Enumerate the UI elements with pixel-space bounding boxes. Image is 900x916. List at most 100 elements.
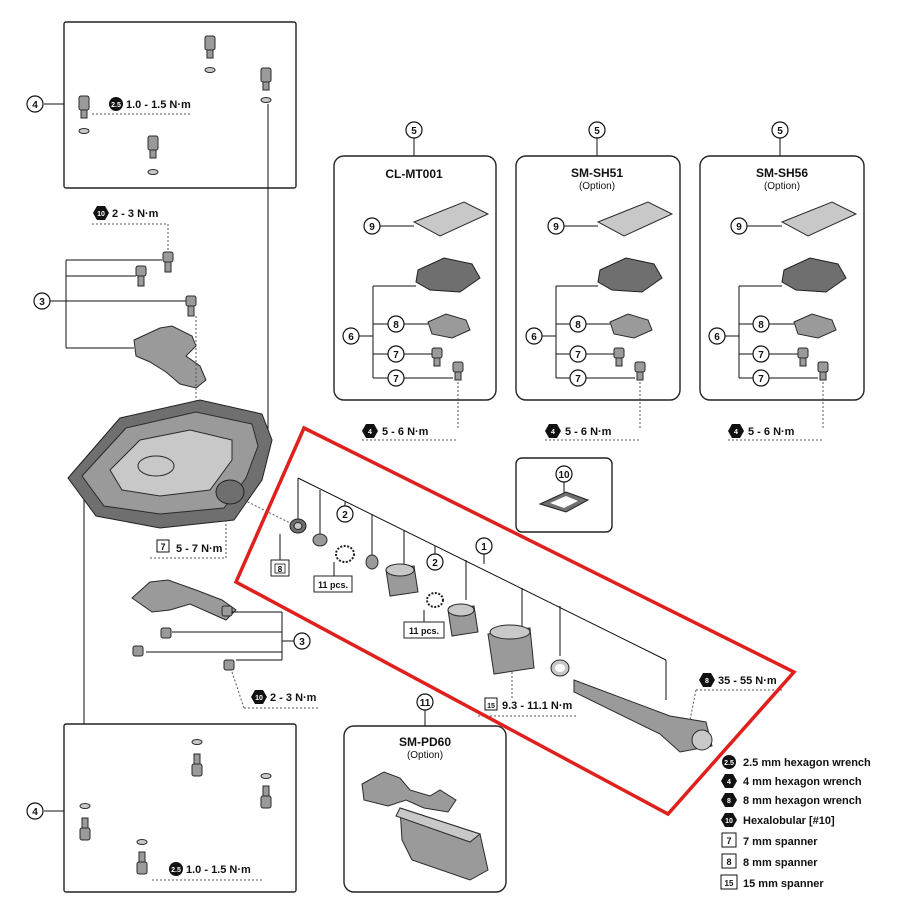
- cleat-box-sm-sh56: 5 SM-SH56 (Option) 9 6 8 7 7: [699, 121, 865, 428]
- svg-text:6: 6: [531, 332, 537, 343]
- pedal-body: [67, 399, 273, 529]
- torque-label-axle: 8 35 - 55 N·m: [689, 673, 782, 721]
- pedal-pin: [191, 739, 203, 777]
- svg-text:5 - 6 N·m: 5 - 6 N·m: [748, 426, 795, 438]
- svg-text:2: 2: [342, 510, 348, 521]
- svg-text:2.5: 2.5: [171, 867, 181, 874]
- axle-assembly: 1 2 2 11 pcs.: [270, 477, 782, 753]
- pedal-pin: [136, 839, 148, 875]
- svg-text:9: 9: [736, 222, 742, 233]
- svg-text:10: 10: [558, 470, 570, 481]
- svg-text:5: 5: [594, 126, 600, 137]
- svg-text:7 mm spanner: 7 mm spanner: [743, 836, 818, 848]
- svg-text:10: 10: [97, 211, 105, 218]
- torque-label-cleat-1: 4 5 - 6 N·m: [362, 424, 458, 441]
- svg-text:3: 3: [299, 637, 305, 648]
- callout-2-b: 2: [426, 553, 444, 571]
- svg-text:7: 7: [726, 836, 731, 846]
- pin-box-top: 4 2.5 1.0 - 1.5 N·m: [26, 21, 297, 189]
- svg-text:2: 2: [432, 558, 438, 569]
- tool-box-sm-pd60: 11 SM-PD60 (Option): [343, 693, 507, 893]
- svg-text:2.5: 2.5: [111, 102, 121, 109]
- legend-item-sp7: 7 7 mm spanner: [721, 832, 818, 848]
- legend-item-hex25: 2.5 2.5 mm hexagon wrench: [722, 755, 871, 769]
- svg-text:4: 4: [368, 429, 372, 436]
- cleat-title: CL-MT001: [385, 167, 443, 181]
- legend-item-hex4: 4 4 mm hexagon wrench: [721, 774, 862, 788]
- callout-4-top: 4: [26, 95, 44, 113]
- svg-text:9: 9: [369, 222, 375, 233]
- svg-text:8: 8: [393, 320, 399, 331]
- svg-text:2 - 3 N·m: 2 - 3 N·m: [112, 208, 159, 220]
- svg-text:5: 5: [777, 126, 783, 137]
- torque-label-cleat-3: 4 5 - 6 N·m: [728, 424, 823, 441]
- svg-text:5 - 6 N·m: 5 - 6 N·m: [382, 426, 429, 438]
- svg-text:7: 7: [160, 542, 165, 552]
- cleat-box-sm-sh51: 5 SM-SH51 (Option) 9 6 8 7 7: [515, 121, 681, 428]
- svg-text:4: 4: [32, 807, 38, 818]
- pedal-pin: [147, 135, 159, 175]
- svg-text:8: 8: [575, 320, 581, 331]
- pedal-pin: [260, 67, 272, 103]
- svg-text:4 mm hexagon wrench: 4 mm hexagon wrench: [743, 776, 862, 788]
- torque-label-plate-bottom: 10 2 - 3 N·m: [231, 671, 320, 709]
- upper-cover-plate: [133, 325, 207, 389]
- part-10-box: 10: [515, 457, 613, 533]
- svg-text:11 pcs.: 11 pcs.: [409, 626, 439, 636]
- plate-screw: [221, 605, 233, 617]
- svg-text:Hexalobular [#10]: Hexalobular [#10]: [743, 815, 835, 827]
- pcs-label-a: 11 pcs.: [313, 562, 353, 593]
- cleat-subtitle: (Option): [579, 181, 615, 192]
- plate-screw: [160, 627, 172, 639]
- legend-item-sp15: 15 15 mm spanner: [720, 874, 824, 890]
- cleat-subtitle: (Option): [764, 181, 800, 192]
- pedal-pin: [260, 773, 272, 809]
- pcs-label-b: 11 pcs.: [403, 610, 445, 639]
- plate-screw: [223, 659, 235, 671]
- callout-3-top: 3: [33, 292, 51, 310]
- svg-text:4: 4: [734, 429, 738, 436]
- cleat-title: SM-SH51: [571, 166, 623, 180]
- svg-text:8: 8: [758, 320, 764, 331]
- lower-cover-plate: [131, 579, 237, 621]
- svg-text:15: 15: [487, 703, 495, 710]
- svg-text:10: 10: [725, 818, 733, 825]
- svg-text:3: 3: [39, 297, 45, 308]
- svg-text:8 mm hexagon wrench: 8 mm hexagon wrench: [743, 795, 862, 807]
- callout-11: 11: [416, 693, 434, 711]
- svg-text:2.5 mm hexagon wrench: 2.5 mm hexagon wrench: [743, 757, 871, 769]
- plate-screw: [132, 645, 144, 657]
- svg-text:10: 10: [255, 695, 263, 702]
- svg-text:6: 6: [348, 332, 354, 343]
- torque-label-pin-top: 2.5 1.0 - 1.5 N·m: [92, 97, 191, 115]
- svg-text:7: 7: [758, 350, 764, 361]
- plate-screw: [162, 251, 174, 273]
- cleat-title: SM-SH56: [756, 166, 808, 180]
- svg-text:8: 8: [727, 798, 731, 805]
- svg-text:7: 7: [393, 374, 399, 385]
- svg-text:8 mm spanner: 8 mm spanner: [743, 857, 818, 869]
- svg-text:1.0 - 1.5 N·m: 1.0 - 1.5 N·m: [126, 99, 191, 111]
- spanner-8-badge: 8: [270, 534, 290, 577]
- tool-legend: 2.5 2.5 mm hexagon wrench 4 4 mm hexagon…: [720, 755, 871, 890]
- svg-text:5: 5: [411, 126, 417, 137]
- torque-label-cone: 15 9.3 - 11.1 N·m: [478, 672, 578, 717]
- svg-text:7: 7: [393, 350, 399, 361]
- tool-title: SM-PD60: [399, 735, 451, 749]
- svg-text:8: 8: [705, 678, 709, 685]
- legend-item-hexalobular: 10 Hexalobular [#10]: [721, 813, 835, 827]
- svg-text:15: 15: [725, 879, 734, 888]
- torque-label-pin-bottom: 2.5 1.0 - 1.5 N·m: [152, 862, 262, 881]
- svg-text:11 pcs.: 11 pcs.: [318, 580, 348, 590]
- cleat-box-cl-mt001: 5 CL-MT001 9 6 8 7 7: [333, 121, 497, 428]
- pin-box-bottom: 4 2.5 1.0 - 1.5 N·m: [26, 723, 297, 893]
- pedal-pin: [204, 35, 216, 73]
- svg-text:7: 7: [575, 350, 581, 361]
- svg-text:1.0 - 1.5 N·m: 1.0 - 1.5 N·m: [186, 864, 251, 876]
- svg-text:4: 4: [727, 779, 731, 786]
- svg-text:8: 8: [726, 857, 731, 867]
- svg-text:5 - 6 N·m: 5 - 6 N·m: [565, 426, 612, 438]
- svg-text:9: 9: [553, 222, 559, 233]
- svg-text:6: 6: [714, 332, 720, 343]
- torque-label-cleat-2: 4 5 - 6 N·m: [545, 424, 640, 441]
